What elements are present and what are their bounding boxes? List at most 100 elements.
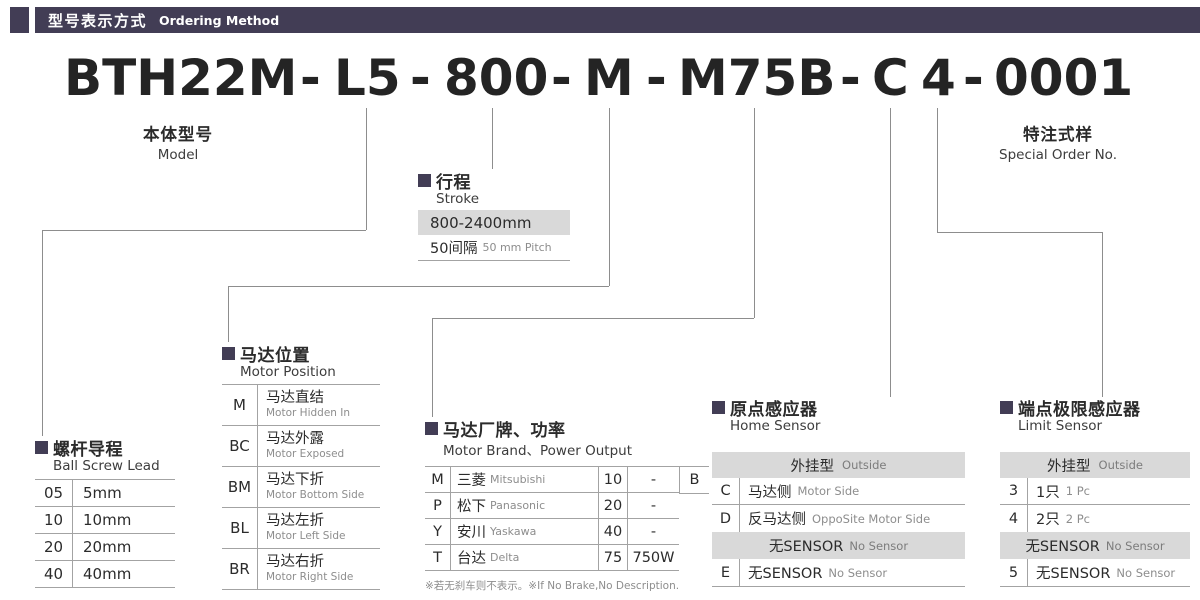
- table-row: 5 无SENSOR No Sensor: [1000, 559, 1190, 586]
- ball-screw-lead-title-zh: 螺杆导程: [53, 439, 123, 460]
- divider-zh: 无SENSOR: [1025, 539, 1100, 555]
- limit-sensor-title-en: Limit Sensor: [1018, 418, 1103, 434]
- table-row: M 三菱 Mitsubishi 10 -: [425, 467, 679, 493]
- brand-zh: 三菱: [457, 473, 486, 489]
- brand-en: Panasonic: [490, 499, 546, 512]
- connector-motor-brand-v2: [432, 318, 433, 417]
- sensor-zh: 2只: [1036, 512, 1060, 528]
- ball-screw-lead-title-en: Ball Screw Lead: [53, 458, 160, 474]
- connector-motor-brand-v1: [754, 108, 755, 318]
- group-en: Outside: [1098, 458, 1143, 472]
- position-zh: 马达左折: [266, 513, 324, 529]
- sensor-en: OppoSite Motor Side: [812, 511, 931, 526]
- table-row: BR 马达右折 Motor Right Side: [222, 549, 380, 590]
- model-label-en: Model: [157, 147, 199, 163]
- section-bullet-icon: [222, 346, 235, 360]
- stroke-pitch-en: 50 mm Pitch: [482, 241, 552, 254]
- brand-name: 安川 Yaskawa: [451, 519, 599, 544]
- group-en: Outside: [842, 458, 887, 472]
- no-sensor-divider: 无SENSOR No Sensor: [1000, 532, 1190, 559]
- stroke-table: 800-2400mm 50间隔 50 mm Pitch: [418, 210, 570, 261]
- sensor-group-header: 外挂型 Outside: [1000, 452, 1190, 478]
- table-row: BL 马达左折 Motor Left Side: [222, 508, 380, 549]
- special-order-label-zh: 特注式样: [1023, 125, 1093, 144]
- sensor-code: C: [712, 478, 740, 504]
- ball-screw-lead-table: 05 5mm 10 10mm 20 20mm 40 40mm: [35, 479, 175, 588]
- brand-zh: 安川: [457, 525, 486, 541]
- connector-limit-sensor-v1: [937, 108, 938, 232]
- sensor-value: 无SENSOR No Sensor: [1028, 559, 1175, 586]
- home-sensor-title-zh: 原点感应器: [730, 399, 818, 420]
- table-row: 10 10mm: [35, 507, 175, 534]
- power-value: 750W: [632, 549, 675, 566]
- model-separator: -: [963, 49, 984, 107]
- model-separator: -: [840, 49, 861, 107]
- model-separator: -: [410, 49, 431, 107]
- brand-zh: 松下: [457, 499, 486, 515]
- limit-sensor-table: 外挂型 Outside 3 1只 1 Pc 4 2只 2 Pc 无SENSOR …: [1000, 452, 1190, 587]
- brand-en: Delta: [490, 551, 520, 564]
- position-en: Motor Bottom Side: [266, 489, 365, 501]
- lead-value: 20mm: [83, 538, 132, 556]
- position-code: BM: [222, 467, 258, 507]
- section-motor-position: 马达位置 Motor Position M 马达直结 Motor Hidden …: [222, 343, 380, 590]
- section-bullet-icon: [425, 421, 438, 435]
- power-value: -: [650, 497, 657, 514]
- table-row: 20 20mm: [35, 534, 175, 561]
- table-row: BC 马达外露 Motor Exposed: [222, 426, 380, 467]
- sensor-zh: 无SENSOR: [1036, 566, 1111, 582]
- header-bar: 型号表示方式 Ordering Method: [35, 7, 1200, 33]
- lead-code: 20: [35, 534, 73, 560]
- connector-limit-sensor-v2: [1102, 232, 1103, 397]
- table-row: P 松下 Panasonic 20 -: [425, 493, 679, 519]
- position-text: 马达右折 Motor Right Side: [258, 549, 353, 589]
- lead-code: 40: [35, 561, 73, 587]
- model-separator: -: [646, 49, 667, 107]
- model-label: 本体型号 Model: [108, 121, 248, 163]
- motor-brand-title-en: Motor Brand、Power Output: [443, 443, 633, 459]
- model-segment-motor-brand: M75B: [678, 49, 836, 107]
- position-text: 马达下折 Motor Bottom Side: [258, 467, 364, 507]
- power-value: -: [650, 471, 657, 488]
- position-code: BR: [222, 549, 258, 589]
- stroke-title-zh: 行程: [436, 172, 471, 193]
- page-title-zh: 型号表示方式: [48, 11, 148, 30]
- motor-position-table: M 马达直结 Motor Hidden In BC 马达外露 Motor Exp…: [222, 384, 380, 590]
- sensor-en: No Sensor: [828, 565, 888, 580]
- brand-code: T: [425, 545, 451, 570]
- page-title-en: Ordering Method: [159, 12, 280, 28]
- position-text: 马达直结 Motor Hidden In: [258, 385, 350, 425]
- brand-zh: 台达: [457, 551, 486, 567]
- divider-zh: 无SENSOR: [768, 539, 844, 555]
- page-header: 型号表示方式 Ordering Method: [10, 7, 1200, 33]
- model-segment-body: BTH22M: [64, 49, 298, 107]
- model-segment-home-sensor: C: [872, 49, 909, 107]
- brake-note: ※若无刹车则不表示。※If No Brake,No Description.: [425, 580, 680, 592]
- brand-name: 松下 Panasonic: [451, 493, 599, 518]
- lead-code: 10: [35, 507, 73, 533]
- divider-en: No Sensor: [1105, 538, 1165, 553]
- table-row: T 台达 Delta 75 750W: [425, 545, 679, 571]
- position-code: BL: [222, 508, 258, 548]
- group-zh: 外挂型: [1047, 458, 1091, 475]
- sensor-value: 2只 2 Pc: [1028, 505, 1090, 532]
- sensor-code: E: [712, 559, 740, 586]
- model-label-zh: 本体型号: [143, 125, 213, 144]
- table-row: D 反马达侧 OppoSite Motor Side: [712, 505, 965, 532]
- sensor-zh: 马达侧: [748, 484, 792, 501]
- brand-code: P: [425, 493, 451, 518]
- position-en: Motor Right Side: [266, 571, 354, 583]
- connector-home-sensor-v: [890, 108, 891, 397]
- section-bullet-icon: [35, 440, 48, 454]
- table-row: E 无SENSOR No Sensor: [712, 559, 965, 586]
- sensor-value: 无SENSOR No Sensor: [740, 559, 887, 586]
- position-zh: 马达外露: [266, 431, 324, 447]
- no-sensor-divider: 无SENSOR No Sensor: [712, 532, 965, 559]
- lead-value: 5mm: [83, 484, 122, 502]
- sensor-zh: 无SENSOR: [748, 566, 823, 582]
- table-row: C 马达侧 Motor Side: [712, 478, 965, 505]
- brand-code: Y: [425, 519, 451, 544]
- sensor-group-header: 外挂型 Outside: [712, 452, 965, 478]
- brand-en: Mitsubishi: [490, 473, 546, 486]
